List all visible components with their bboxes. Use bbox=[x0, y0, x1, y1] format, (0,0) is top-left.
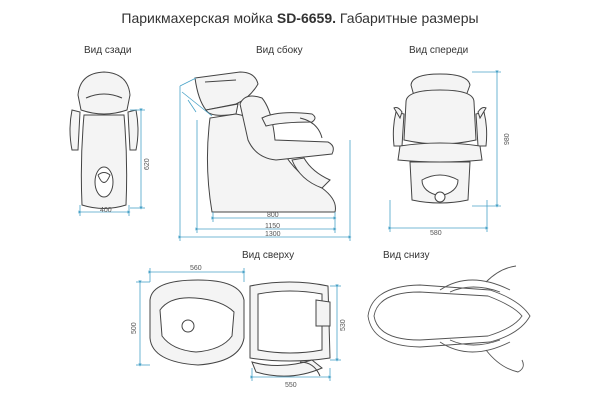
back-view-dims bbox=[78, 108, 145, 216]
dim-side-800: 800 bbox=[267, 212, 279, 219]
dim-back-width: 400 bbox=[100, 207, 112, 214]
dim-top-560: 560 bbox=[190, 265, 202, 272]
title-prefix: Парикмахерская мойка bbox=[121, 10, 277, 26]
side-view-drawing bbox=[194, 71, 336, 213]
label-side-view: Вид сбоку bbox=[256, 45, 303, 56]
dim-front-width: 580 bbox=[430, 230, 442, 237]
top-view-drawing bbox=[149, 279, 331, 377]
bottom-view-drawing bbox=[367, 265, 531, 373]
dim-back-height: 620 bbox=[144, 158, 151, 170]
front-view-drawing bbox=[392, 73, 488, 204]
front-view-dims bbox=[388, 70, 501, 232]
side-view-dims bbox=[178, 77, 352, 241]
label-back-view: Вид сзади bbox=[84, 45, 132, 56]
dim-front-height: 980 bbox=[504, 133, 511, 145]
dim-top-500: 500 bbox=[131, 322, 138, 334]
back-view-drawing bbox=[69, 71, 139, 209]
label-bottom-view: Вид снизу bbox=[383, 250, 430, 261]
title-suffix: Габаритные размеры bbox=[336, 10, 479, 26]
dim-top-530: 530 bbox=[340, 319, 347, 331]
dim-top-550: 550 bbox=[285, 382, 297, 389]
title-model: SD-6659. bbox=[276, 10, 337, 26]
dim-side-1150: 1150 bbox=[265, 223, 280, 230]
top-view-dims bbox=[136, 268, 341, 381]
page-title: Парикмахерская мойка SD-6659. Габаритные… bbox=[0, 10, 600, 26]
label-top-view: Вид сверху bbox=[242, 250, 295, 261]
label-front-view: Вид спереди bbox=[409, 45, 469, 56]
dim-side-1300: 1300 bbox=[265, 231, 281, 238]
